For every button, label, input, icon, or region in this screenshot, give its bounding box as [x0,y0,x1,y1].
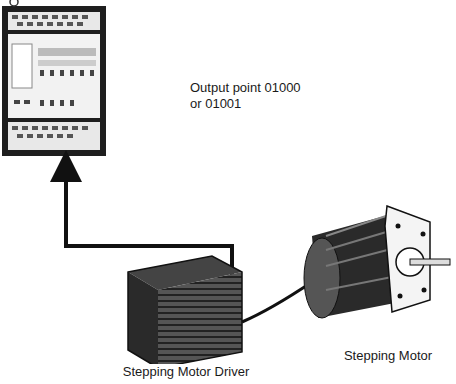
part-label: Stepping Motor [342,348,434,364]
motor-cable [242,282,312,322]
stepping-motor [304,206,450,318]
part-label: Stepping Motor Driver [121,364,251,380]
signal-label: Output point 01000 or 01001 [188,80,312,112]
plc-unit [2,0,106,156]
driver-unit [128,256,242,368]
